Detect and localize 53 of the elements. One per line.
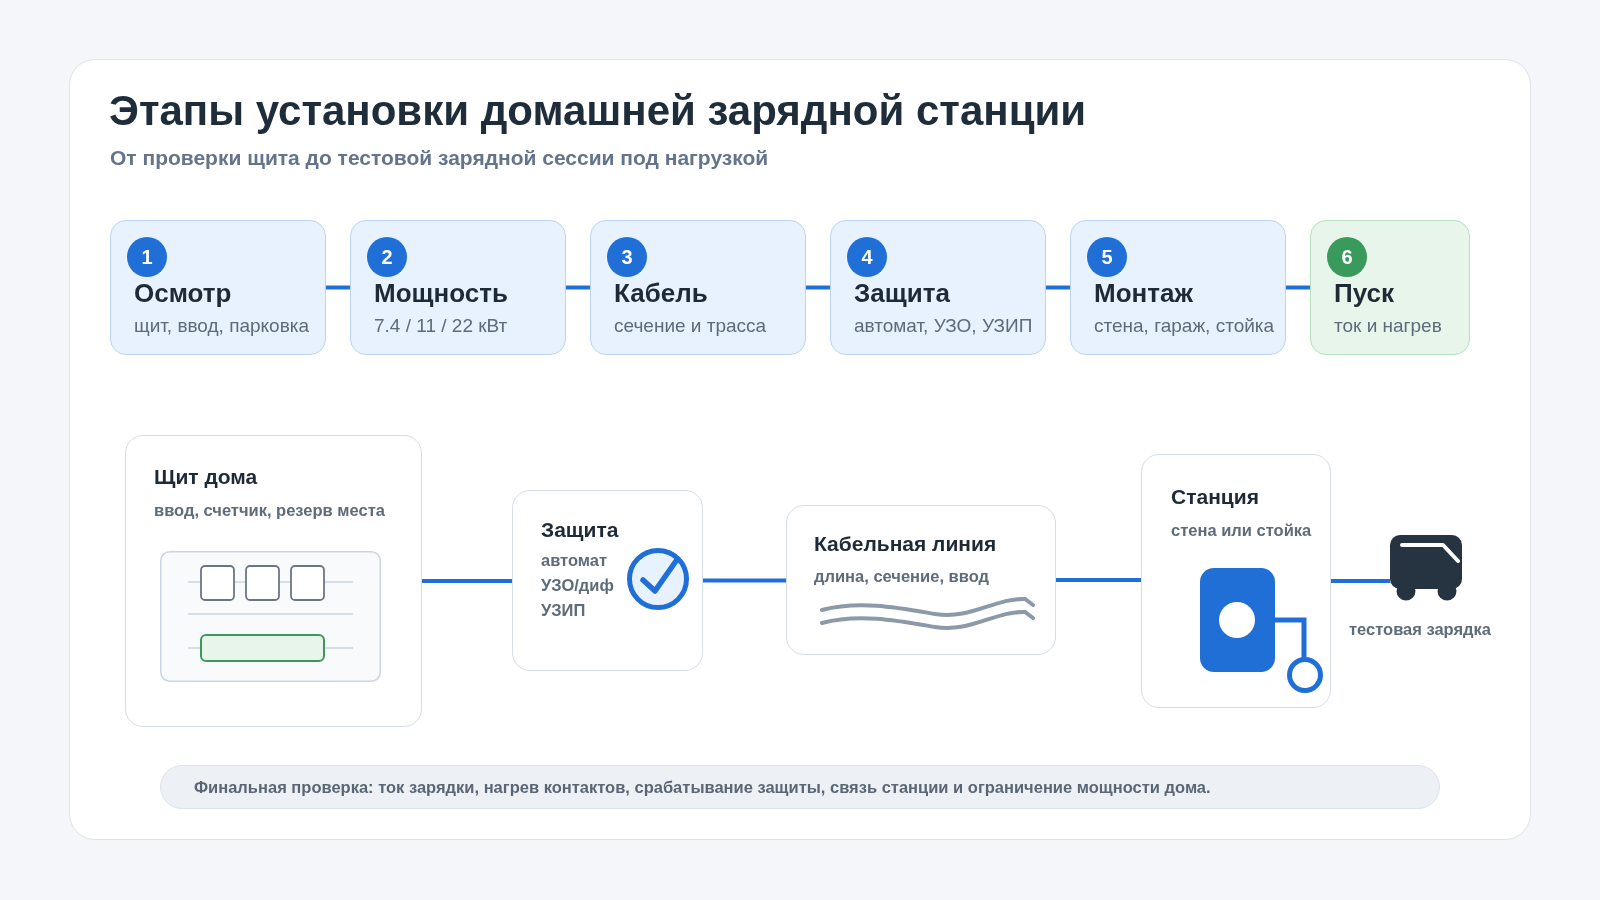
step-title: Пуск bbox=[1334, 277, 1394, 309]
step-number: 6 bbox=[1327, 237, 1367, 277]
note-bar bbox=[160, 765, 1440, 809]
connector-line bbox=[806, 285, 830, 290]
stage-card bbox=[786, 505, 1056, 655]
step-title: Монтаж bbox=[1094, 277, 1193, 309]
step-number: 2 bbox=[367, 237, 407, 277]
step-card bbox=[590, 220, 806, 355]
step-card bbox=[830, 220, 1046, 355]
car-caption: тестовая зарядка bbox=[1349, 619, 1491, 640]
step-card bbox=[110, 220, 326, 355]
card-title: Кабельная линия bbox=[814, 531, 997, 557]
page-title: Этапы установки домашней зарядной станции bbox=[109, 86, 1087, 136]
card-detail: длина, сечение, ввод bbox=[814, 566, 989, 587]
connector-line bbox=[1286, 285, 1310, 290]
step-number: 3 bbox=[607, 237, 647, 277]
card-title: Защита bbox=[541, 517, 619, 543]
step-title: Осмотр bbox=[134, 277, 232, 309]
step-subtitle: сечение и трасса bbox=[614, 315, 767, 337]
stage-card bbox=[125, 435, 422, 727]
card-title: Щит дома bbox=[154, 464, 258, 490]
step-subtitle: щит, ввод, парковка bbox=[134, 315, 310, 337]
step-subtitle: автомат, УЗО, УЗИП bbox=[854, 315, 1033, 337]
connector-line bbox=[703, 578, 786, 583]
connector-line bbox=[566, 285, 590, 290]
stage-card bbox=[1141, 454, 1331, 708]
card-detail: автомат bbox=[541, 550, 608, 571]
step-subtitle: 7.4 / 11 / 22 кВт bbox=[374, 315, 508, 337]
connector-line bbox=[1046, 285, 1070, 290]
car-icon bbox=[1390, 535, 1462, 601]
step-title: Мощность bbox=[374, 277, 508, 309]
step-subtitle: ток и нагрев bbox=[1334, 315, 1442, 337]
connector-line bbox=[1056, 578, 1141, 582]
connector-line bbox=[326, 285, 350, 290]
step-title: Кабель bbox=[614, 277, 708, 309]
card-title: Станция bbox=[1171, 484, 1259, 510]
step-subtitle: стена, гараж, стойка bbox=[1094, 315, 1275, 337]
step-number: 5 bbox=[1087, 237, 1127, 277]
step-title: Защита bbox=[854, 277, 950, 309]
page-subtitle: От проверки щита до тестовой зарядной сессии под нагрузкой bbox=[110, 145, 769, 171]
step-card bbox=[350, 220, 566, 355]
step-card bbox=[1310, 220, 1470, 355]
card-detail: УЗИП bbox=[541, 600, 586, 621]
stage-card bbox=[512, 490, 703, 671]
card-detail: стена или стойка bbox=[1171, 520, 1312, 541]
step-number: 1 bbox=[127, 237, 167, 277]
card-detail: ввод, счетчик, резерв места bbox=[154, 500, 385, 521]
card-detail: УЗО/диф bbox=[541, 575, 614, 596]
note-text: Финальная проверка: ток зарядки, нагрев контактов, срабатывание защиты, связь станции и ограничение мощности дома. bbox=[194, 776, 1211, 798]
step-number: 4 bbox=[847, 237, 887, 277]
connector-line bbox=[1331, 579, 1390, 583]
step-card bbox=[1070, 220, 1286, 355]
connector-line bbox=[422, 579, 512, 583]
